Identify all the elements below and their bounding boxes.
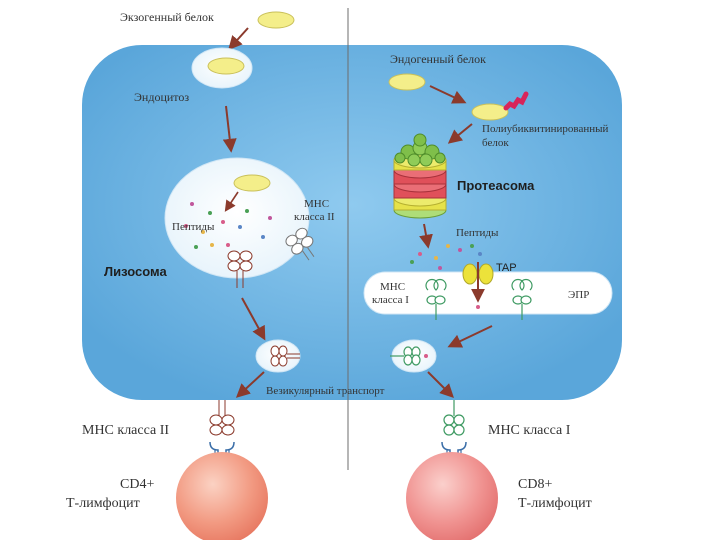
surface-mhc-ii xyxy=(209,400,235,436)
tap-label: TAP xyxy=(496,262,517,274)
lysosome-membrane-mhc-ii xyxy=(227,250,253,288)
tap-transporter xyxy=(462,262,494,303)
lysosome-label: Лизосома xyxy=(104,264,167,279)
proteasome-peptides-label: Пептиды xyxy=(456,227,499,239)
arrow-er-to-vesicle xyxy=(447,325,493,348)
cd4-lymphocyte xyxy=(176,452,268,540)
right-vesicle-peptide xyxy=(424,354,428,358)
arrow-to-proteasome xyxy=(447,123,473,144)
er-mhc-i-molecule-2 xyxy=(511,279,533,320)
arrow-to-lysosome xyxy=(222,105,237,153)
surface-mhc-i xyxy=(443,400,465,436)
cd8-label-1: CD8+ xyxy=(518,477,552,492)
arrow-right-to-surface xyxy=(427,371,454,398)
polyubiquitinated-protein-shape xyxy=(471,103,509,121)
left-transport-vesicle xyxy=(255,339,301,373)
arrow-endogenous xyxy=(429,85,467,104)
proteasome-label: Протеасома xyxy=(457,178,535,193)
lysosome-mhc-label-2: класса II xyxy=(294,211,335,223)
endosome-protein-shape xyxy=(207,57,245,75)
endocytosis-label: Эндоцитоз xyxy=(134,90,189,104)
surface-mhc-ii-label: MHC класса II xyxy=(82,423,169,438)
lysosome-mhc-ii-molecule xyxy=(285,227,315,261)
er-mhc-label-2: класса I xyxy=(372,294,409,306)
right-vesicle-mhc-i xyxy=(390,346,421,366)
vesicular-transport-label: Везикулярный транспорт xyxy=(266,385,385,397)
exogenous-protein-label: Экзогенный белок xyxy=(120,10,214,24)
arrow-to-endosome xyxy=(228,27,249,51)
ubiquitin-chain xyxy=(503,91,529,111)
er-mhc-label-1: MHC xyxy=(380,281,405,293)
proteasome-peptides xyxy=(410,244,482,270)
lysosome-inner-arrow xyxy=(224,191,239,212)
polyubiquitinated-label-1: Полиубиквитинированный xyxy=(482,123,609,135)
lysosome-peptides-label: Пептиды xyxy=(172,221,215,233)
er-label: ЭПР xyxy=(568,289,589,301)
er-peptide xyxy=(476,305,480,309)
polyubiquitinated-label-2: белок xyxy=(482,137,509,149)
surface-mhc-i-label: MHC класса I xyxy=(488,423,571,438)
lysosome-mhc-label-1: MHC xyxy=(304,198,329,210)
arrow-proteasome-to-peptides xyxy=(419,223,433,249)
endogenous-protein-shape xyxy=(388,73,426,91)
cd4-label-2: Т-лимфоцит xyxy=(66,496,140,511)
arrow-lysosome-to-vesicle xyxy=(241,297,266,341)
er-mhc-i-molecule-1 xyxy=(425,279,447,320)
cd4-label-1: CD4+ xyxy=(120,477,154,492)
lysosome-peptides xyxy=(184,202,272,249)
endogenous-protein-label: Эндогенный белок xyxy=(390,52,486,66)
lysosome-protein-shape xyxy=(233,174,271,192)
left-vesicle-mhc-ii xyxy=(270,345,300,367)
cd8-lymphocyte xyxy=(406,452,498,540)
proteasome xyxy=(393,133,447,219)
exogenous-protein-shape xyxy=(257,11,295,29)
arrow-left-to-surface xyxy=(235,371,265,398)
cd8-label-2: Т-лимфоцит xyxy=(518,496,592,511)
